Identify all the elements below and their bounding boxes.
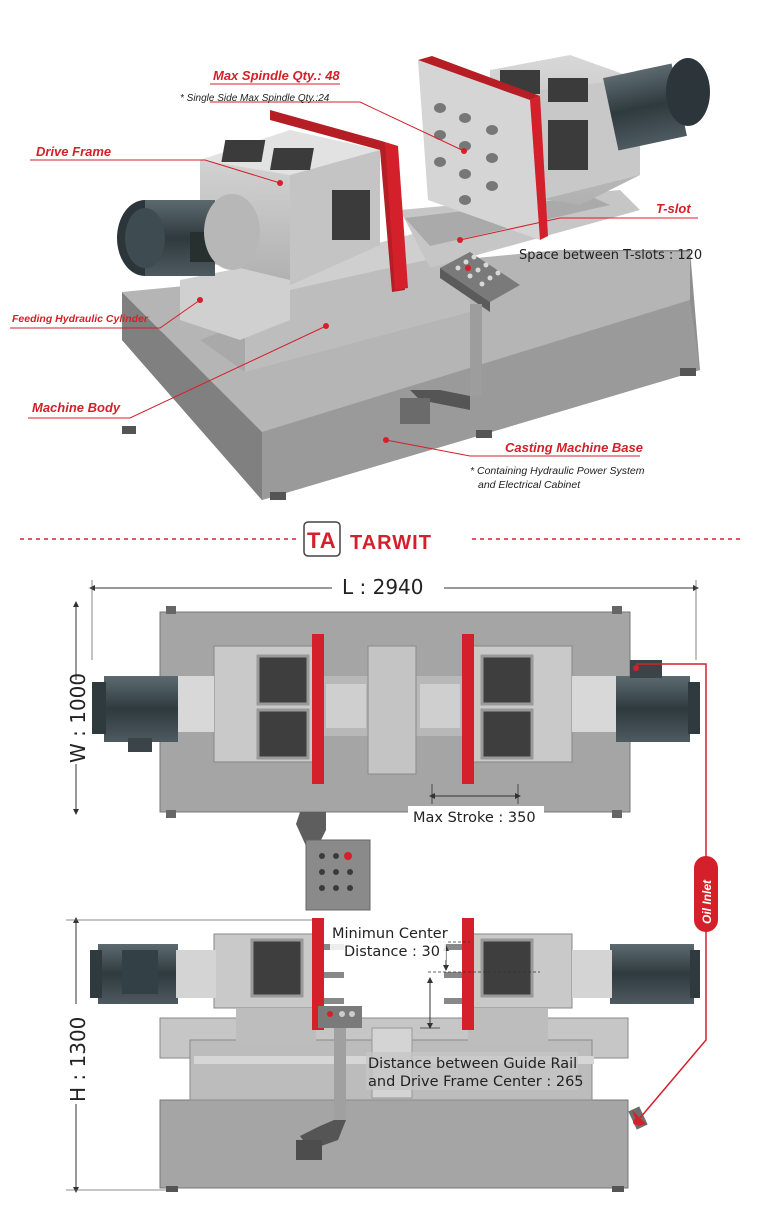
callout-max-spindle: Max Spindle Qty.: 48 bbox=[213, 68, 340, 83]
motor-icon bbox=[92, 676, 178, 752]
dim-guide-rail-2: and Drive Frame Center : 265 bbox=[368, 1074, 584, 1090]
callout-feeding-cylinder: Feeding Hydraulic Cylinder bbox=[12, 313, 149, 325]
brand-divider: TA TARWIT bbox=[20, 521, 740, 557]
callout-drive-frame: Drive Frame bbox=[36, 144, 111, 159]
motor-icon bbox=[603, 58, 710, 151]
dim-width: W : 1000 bbox=[66, 673, 90, 763]
dim-length: L : 2940 bbox=[342, 575, 424, 599]
motor-icon bbox=[117, 194, 260, 276]
brand-logo: TA bbox=[303, 521, 341, 557]
spindle-icon bbox=[434, 103, 498, 205]
motor-icon bbox=[90, 944, 216, 1004]
callout-t-slot: T-slot bbox=[656, 201, 691, 216]
oil-inlet: Oil Inlet bbox=[632, 663, 718, 1126]
control-panel-icon bbox=[400, 252, 520, 424]
callout-machine-body: Machine Body bbox=[32, 400, 121, 415]
note-single-side: * Single Side Max Spindle Qty.:24 bbox=[180, 93, 330, 104]
dim-min-center-2: Distance : 30 bbox=[344, 944, 440, 960]
dim-guide-rail-1: Distance between Guide Rail bbox=[368, 1056, 577, 1072]
dim-height: H : 1300 bbox=[66, 1017, 90, 1102]
isometric-view: Max Spindle Qty.: 48 * Single Side Max S… bbox=[10, 55, 710, 500]
label-t-slot-space: Space between T-slots : 120 bbox=[519, 248, 702, 263]
note-base-1: * Containing Hydraulic Power System bbox=[470, 465, 645, 477]
front-view: H : 1300 bbox=[64, 917, 700, 1193]
note-base-2: and Electrical Cabinet bbox=[478, 479, 581, 491]
label-oil-inlet: Oil Inlet bbox=[700, 879, 714, 924]
oil-inlet-badge bbox=[694, 856, 718, 932]
brand-name: TARWIT bbox=[350, 532, 432, 554]
dim-min-center-1: Minimun Center bbox=[332, 926, 448, 942]
callout-casting-base: Casting Machine Base bbox=[505, 440, 643, 455]
dim-max-stroke: Max Stroke : 350 bbox=[413, 810, 536, 826]
control-panel-icon bbox=[296, 1006, 362, 1160]
top-view: L : 2940 W : 1000 bbox=[64, 575, 700, 911]
control-panel-icon bbox=[296, 812, 371, 911]
motor-icon bbox=[572, 944, 700, 1004]
logo-mark: TA bbox=[307, 528, 337, 553]
motor-icon bbox=[616, 660, 700, 742]
